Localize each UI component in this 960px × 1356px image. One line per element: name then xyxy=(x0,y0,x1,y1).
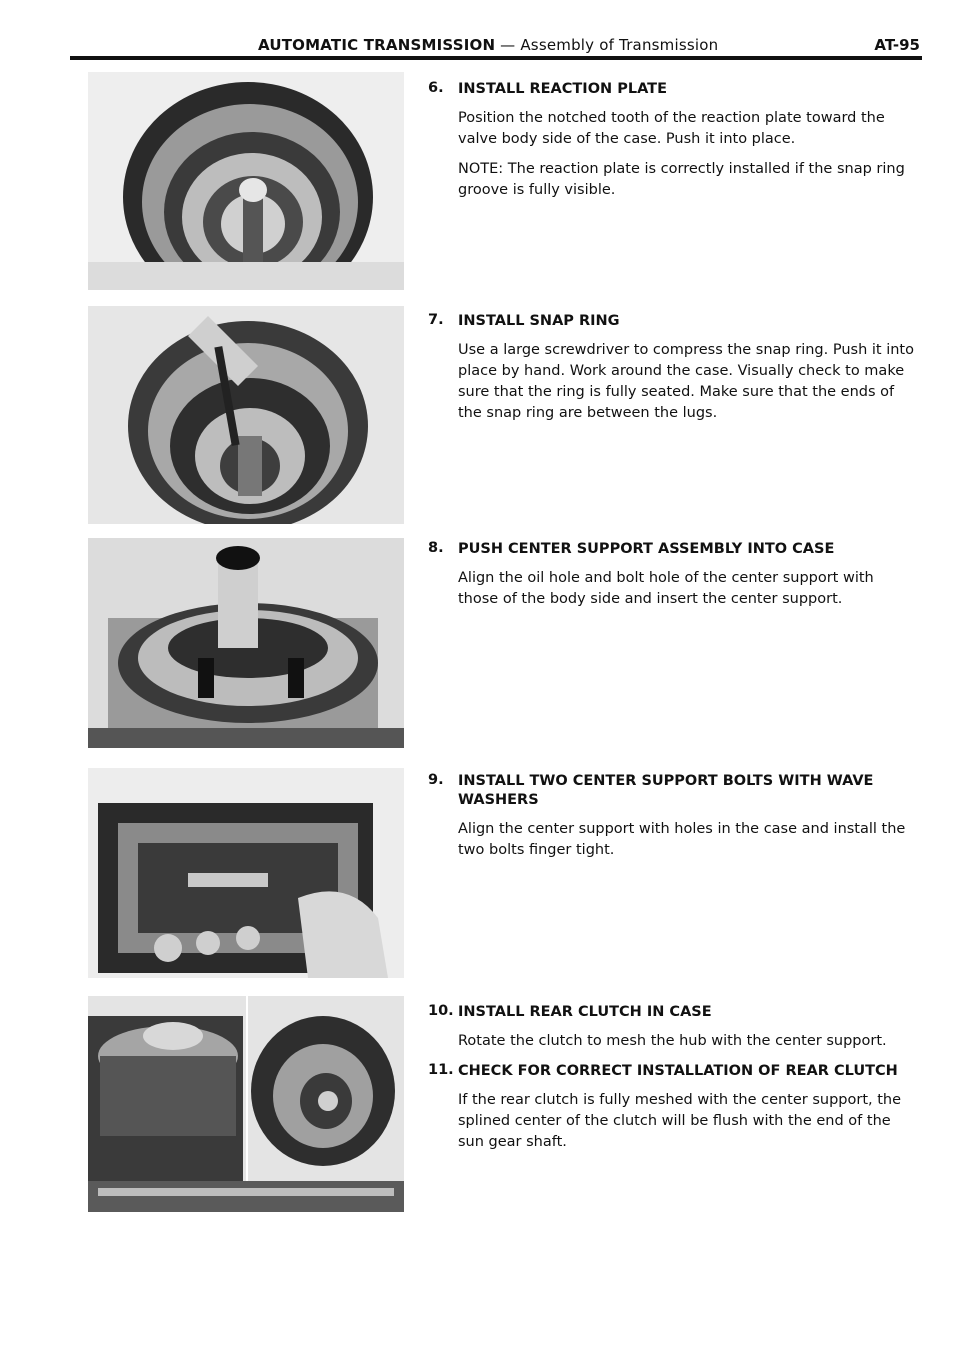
step-8: 8. PUSH CENTER SUPPORT ASSEMBLY INTO CAS… xyxy=(428,540,918,610)
step-number: 10. xyxy=(428,1003,454,1019)
step-text: Position the notched tooth of the reacti… xyxy=(458,110,885,147)
header-title-rest: — Assembly of Transmission xyxy=(495,36,719,54)
step-9: 9. INSTALL TWO CENTER SUPPORT BOLTS WITH… xyxy=(428,772,918,861)
step-title: INSTALL REACTION PLATE xyxy=(458,81,667,97)
photo-center-support xyxy=(88,538,404,748)
step-10: 10. INSTALL REAR CLUTCH IN CASE Rotate t… xyxy=(428,1003,918,1052)
step-number: 6. xyxy=(428,80,444,96)
photo-snap-ring xyxy=(88,306,404,524)
header-title: AUTOMATIC TRANSMISSION — Assembly of Tra… xyxy=(258,36,718,54)
photo-support-bolts xyxy=(88,768,404,978)
step-text: If the rear clutch is fully meshed with … xyxy=(458,1092,902,1150)
photo-reaction-plate xyxy=(88,72,404,290)
step-title: INSTALL TWO CENTER SUPPORT BOLTS WITH WA… xyxy=(458,773,874,808)
step-text: Align the center support with holes in t… xyxy=(458,821,906,858)
step-number: 8. xyxy=(428,540,444,556)
step-title: INSTALL SNAP RING xyxy=(458,313,620,329)
step-number: 9. xyxy=(428,772,444,788)
header-title-bold: AUTOMATIC TRANSMISSION xyxy=(258,36,496,54)
step-number: 11. xyxy=(428,1062,454,1078)
step-title: PUSH CENTER SUPPORT ASSEMBLY INTO CASE xyxy=(458,541,835,557)
step-title: CHECK FOR CORRECT INSTALLATION OF REAR C… xyxy=(458,1063,898,1079)
step-text: Rotate the clutch to mesh the hub with t… xyxy=(458,1033,887,1049)
page-number: AT-95 xyxy=(874,36,920,54)
page-header: AUTOMATIC TRANSMISSION — Assembly of Tra… xyxy=(70,28,922,60)
step-text: Align the oil hole and bolt hole of the … xyxy=(458,570,874,607)
step-note: NOTE: The reaction plate is correctly in… xyxy=(458,161,905,198)
header-rule xyxy=(70,56,922,60)
step-6: 6. INSTALL REACTION PLATE Position the n… xyxy=(428,80,918,201)
step-number: 7. xyxy=(428,312,444,328)
step-title: INSTALL REAR CLUTCH IN CASE xyxy=(458,1004,712,1020)
step-11: 11. CHECK FOR CORRECT INSTALLATION OF RE… xyxy=(428,1062,918,1153)
step-text: Use a large screwdriver to compress the … xyxy=(458,342,914,421)
step-7: 7. INSTALL SNAP RING Use a large screwdr… xyxy=(428,312,918,424)
photo-rear-clutch xyxy=(88,996,404,1212)
